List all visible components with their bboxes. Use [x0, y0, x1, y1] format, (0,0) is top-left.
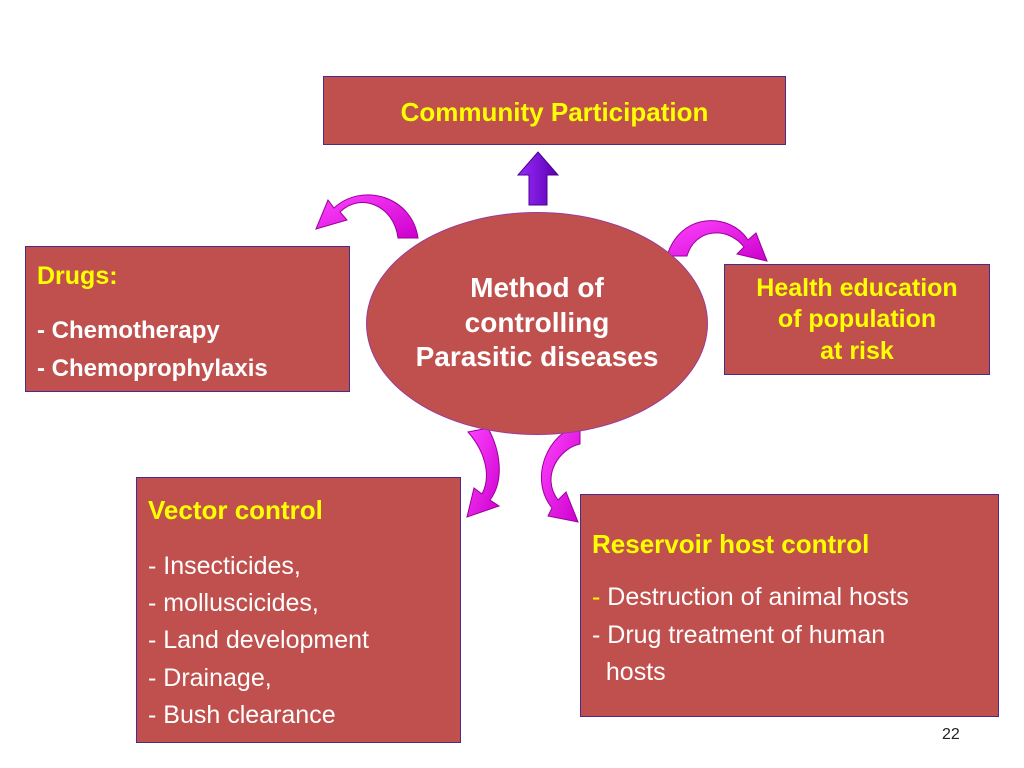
health-line-1: Health education: [756, 274, 958, 302]
center-line-3: Parasitic diseases: [415, 341, 659, 372]
vector-item-bush-clearance: - Bush clearance: [148, 701, 336, 729]
arrow-to-drugs: [315, 194, 419, 239]
drugs-title: Drugs:: [37, 262, 118, 290]
vector-item-drainage: - Drainage,: [148, 664, 272, 692]
reservoir-item-dash: -: [592, 583, 601, 611]
health-education-box: Health education of population at risk: [724, 264, 990, 375]
central-concept-ellipse: Method of controlling Parasitic diseases: [366, 212, 708, 435]
drugs-item-chemotherapy: - Chemotherapy: [37, 317, 220, 344]
arrow-to-community: [516, 151, 560, 206]
arrow-to-reservoir: [540, 424, 581, 523]
reservoir-title: Reservoir host control: [592, 529, 870, 559]
arrow-to-health: [666, 220, 768, 262]
drugs-box: Drugs: - Chemotherapy - Chemoprophylaxis: [25, 246, 350, 392]
reservoir-host-control-box: Reservoir host control - Destruction of …: [580, 494, 999, 717]
slide-page-number: 22: [942, 726, 960, 743]
vector-item-insecticides: - Insecticides,: [148, 552, 301, 580]
health-line-2: of population: [777, 305, 937, 333]
center-line-2: controlling: [464, 307, 610, 338]
reservoir-item-destruction-text: Destruction of animal hosts: [600, 583, 909, 611]
community-participation-title: Community Participation: [400, 97, 709, 127]
reservoir-item-destruction: - Destruction of animal hosts: [592, 583, 909, 612]
center-line-1: Method of: [470, 272, 604, 303]
vector-control-box: Vector control - Insecticides, - mollusc…: [136, 477, 461, 743]
health-line-3: at risk: [820, 337, 894, 365]
reservoir-item-hosts: hosts: [592, 658, 666, 686]
vector-title: Vector control: [148, 495, 323, 525]
arrow-to-vector: [466, 427, 501, 518]
drugs-item-chemoprophylaxis: - Chemoprophylaxis: [37, 355, 268, 382]
vector-item-land-development: - Land development: [148, 626, 369, 654]
vector-item-molluscicides: - molluscicides,: [148, 589, 319, 617]
community-participation-box: Community Participation: [323, 76, 786, 145]
reservoir-item-drug-treatment: - Drug treatment of human: [592, 621, 886, 649]
